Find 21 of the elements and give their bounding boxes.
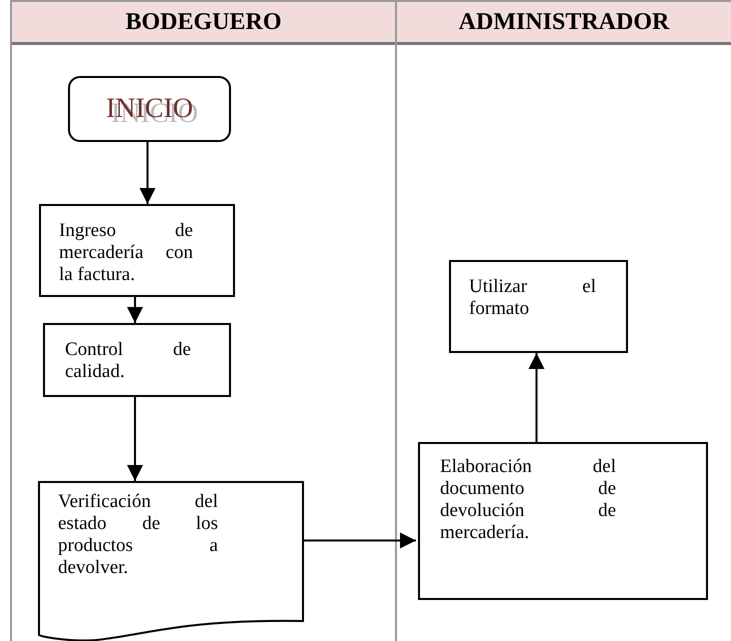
start-terminal xyxy=(68,76,231,142)
step-text: Control de calidad. xyxy=(65,339,191,383)
step-text: Elaboración del documento de devolución de mercadería. xyxy=(440,456,616,544)
step-text: Ingreso de mercadería con la factura. xyxy=(59,220,193,286)
arrow xyxy=(140,142,156,204)
process-box xyxy=(449,260,628,353)
lane-header: ADMINISTRADOR xyxy=(397,0,731,45)
step-text: Utilizar el formato xyxy=(469,276,596,320)
swimlane xyxy=(10,0,395,641)
process-box xyxy=(43,323,231,397)
process-box xyxy=(39,204,235,297)
step-text: Verificación del estado de los productos a devolver. xyxy=(58,491,218,579)
arrow xyxy=(127,397,143,481)
terminal-label: INICIO xyxy=(106,95,194,123)
arrow xyxy=(127,297,143,323)
lane-header: BODEGUERO xyxy=(12,0,395,45)
arrow xyxy=(302,532,416,548)
process-box xyxy=(418,442,708,600)
document-shape xyxy=(38,481,304,641)
arrow xyxy=(528,353,544,442)
swimlane xyxy=(395,0,731,641)
